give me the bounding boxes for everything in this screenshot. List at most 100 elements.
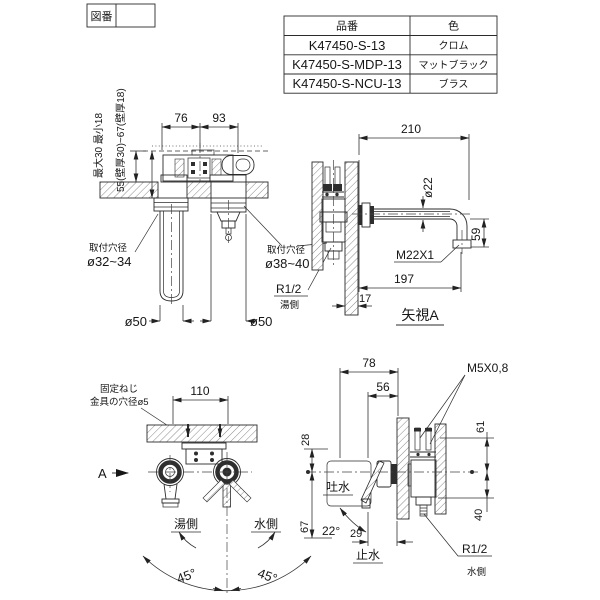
dim-197-text: 197 — [394, 272, 414, 286]
supply-pipe-right — [210, 197, 247, 243]
dim-210-text: 210 — [401, 122, 421, 136]
dim-55-67: 55(壁厚30)~67(壁厚18) — [114, 88, 127, 192]
dim-29: 29 — [350, 512, 413, 546]
table-cell-color: ブラス — [439, 78, 469, 91]
thread-hot-label: R1/2 湯側 — [274, 247, 332, 311]
thread-cold-label: R1/2 水側 — [423, 513, 492, 578]
spout-escutcheon — [156, 455, 184, 508]
direction-a-text: A — [98, 466, 107, 481]
table-cell-color: マットブラック — [419, 58, 489, 71]
supply-pipe-left — [153, 197, 189, 305]
discharge-text: 吐水 — [326, 480, 350, 494]
wall-bracket — [410, 427, 436, 458]
spout — [352, 202, 472, 254]
dim-29-text: 29 — [350, 528, 362, 540]
thread-cold-text: R1/2 — [462, 542, 488, 556]
side-view: 78 56 M5X0,8 28 67 22° 吐水 止水 — [299, 356, 509, 578]
table-cell-part: K47450-S-13 — [309, 38, 386, 53]
thread-spout-text: M22X1 — [396, 248, 434, 262]
wall-strip-front — [344, 161, 359, 316]
thread-spout-label: M22X1 — [394, 244, 460, 263]
handle-swing-arc: 45° 45° — [142, 531, 312, 592]
thread-screw-label: M5X0,8 — [419, 361, 509, 445]
dim-61-40: 61 40 — [438, 421, 494, 521]
front-view: 固定ねじ 金具の穴径ø5 110 — [90, 383, 312, 596]
note-line1-text: 固定ねじ — [100, 383, 138, 395]
drawing-number-label: 図番 — [91, 10, 113, 23]
mounting-bracket — [181, 442, 227, 465]
shutoff-label: 止水 — [353, 548, 383, 564]
dim-59-text: 59 — [469, 227, 483, 241]
hole-dia-left-text: ø32~34 — [87, 254, 131, 269]
angle-22-text: 22° — [322, 524, 340, 538]
dim-28-67: 28 67 — [299, 434, 332, 539]
dim-dia50-left: ø50 — [125, 305, 194, 329]
view-a-caption-text: 矢視A — [401, 307, 439, 323]
dim-17: 17 — [332, 293, 372, 315]
wall-strip-front2 — [396, 417, 410, 520]
wall-section-left — [99, 181, 159, 199]
fixing-screw-note: 固定ねじ 金具の穴径ø5 — [90, 383, 186, 438]
dia50-right-text: ø50 — [250, 314, 272, 329]
dim-28-text: 28 — [300, 434, 312, 446]
dim-dia22: ø22 — [420, 177, 435, 232]
dim-76-93: 76 93 — [161, 111, 239, 153]
deck-section — [146, 424, 258, 443]
dia22-text: ø22 — [421, 177, 435, 198]
faucet-body-plan — [160, 143, 255, 184]
view-a: 210 ø22 59 M22X1 197 — [311, 122, 489, 326]
hole-label-left-text: 取付穴径 — [89, 242, 128, 254]
dim-dia50-right: ø50 — [200, 214, 272, 329]
plan-view: 76 93 最大30 最小18 55(壁厚30)~67(壁厚18) 取付穴径 ø… — [87, 88, 332, 329]
valve-assembly — [319, 160, 348, 265]
hole-label-right-text: 取付穴径 — [267, 244, 306, 256]
hole-label-right: 取付穴径 ø38~40 — [243, 205, 328, 271]
dim-67-text: 67 — [299, 521, 311, 533]
hole-label-left: 取付穴径 ø32~34 — [87, 213, 159, 269]
dim-78-text: 78 — [362, 356, 376, 370]
table-cell-part: K47450-S-NCU-13 — [292, 76, 401, 91]
cold-side-text: 水側 — [254, 517, 278, 531]
dim-197: 197 — [358, 160, 462, 292]
wall-strip-back — [311, 161, 324, 271]
dim-210: 210 — [358, 122, 470, 200]
dim-wall-thickness: 最大30 最小18 55(壁厚30)~67(壁厚18) — [92, 88, 155, 199]
shutoff-text: 止水 — [356, 548, 380, 562]
dim-17-text: 17 — [359, 293, 371, 305]
thread-hot-text: R1/2 — [276, 282, 302, 296]
thread-screw-text: M5X0,8 — [467, 361, 509, 375]
thread-hot-side-text: 湯側 — [280, 299, 299, 311]
dim-76: 76 — [174, 111, 188, 125]
note-line2-text: 金具の穴径ø5 — [90, 396, 149, 408]
dim-max30-min18: 最大30 最小18 — [92, 113, 105, 178]
valve-body-side — [407, 459, 437, 517]
view-a-caption: 矢視A — [396, 307, 444, 326]
wall-section-mid — [186, 181, 212, 199]
table-cell-color: クロム — [439, 40, 469, 52]
hole-dia-right-text: ø38~40 — [265, 256, 309, 271]
cold-side-label: 水側 — [251, 517, 281, 533]
cold-side-text2: 水側 — [467, 566, 486, 578]
dim-93: 93 — [212, 111, 226, 125]
dim-78-56: 78 56 — [339, 356, 399, 458]
discharge-label: 吐水 — [323, 480, 353, 496]
dim-110-text: 110 — [190, 384, 209, 398]
direction-a-arrow: A — [98, 466, 129, 481]
header-color: 色 — [448, 19, 459, 33]
wall-section-right — [245, 181, 269, 199]
dim-110: 110 — [172, 384, 229, 424]
dim-40-text: 40 — [473, 509, 485, 521]
swing-right-text: 45° — [256, 565, 280, 586]
swing-left-text: 45° — [175, 565, 199, 586]
wall-strip-back2 — [434, 423, 447, 515]
dia50-left-text: ø50 — [125, 314, 147, 329]
spout-handle-side — [306, 460, 478, 509]
table-cell-part: K47450-S-MDP-13 — [292, 57, 402, 72]
dim-56-text: 56 — [376, 380, 390, 394]
hot-side-label: 湯側 — [171, 517, 201, 533]
dim-61-text: 61 — [475, 421, 487, 433]
dim-59: 59 — [469, 218, 489, 248]
hot-side-text: 湯側 — [174, 517, 198, 531]
